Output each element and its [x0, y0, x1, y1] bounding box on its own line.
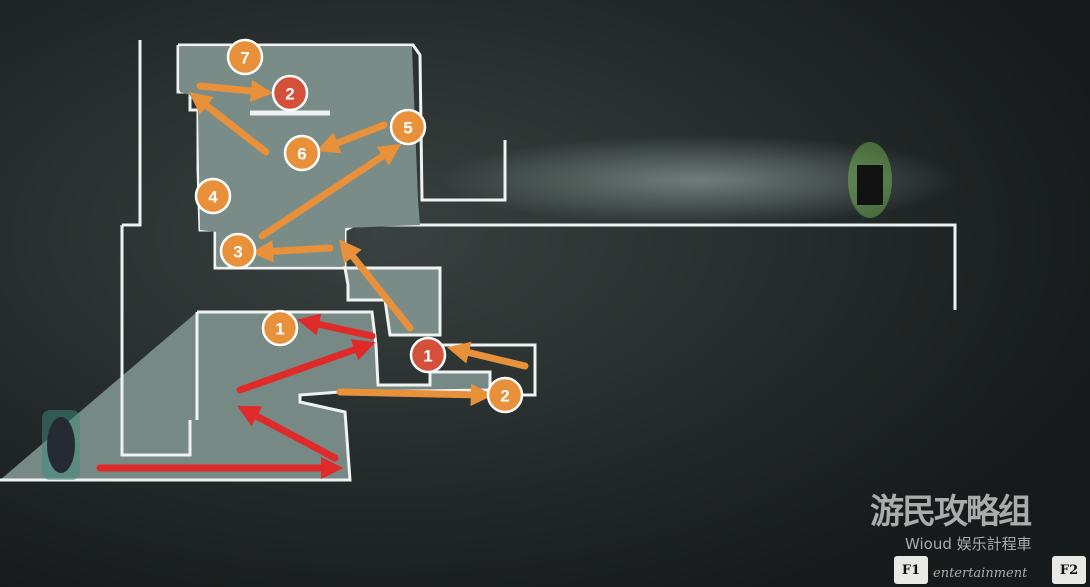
step-marker-orange: 1 [261, 309, 299, 347]
arrow [336, 383, 494, 406]
step-marker-orange: 4 [194, 177, 232, 215]
marker-label: 3 [233, 243, 242, 262]
marker-label: 2 [285, 85, 294, 104]
goal-spirit [848, 142, 892, 218]
step-marker-orange: 5 [389, 108, 427, 146]
marker-circle [219, 232, 257, 270]
f2-key[interactable]: F2 [1052, 556, 1086, 584]
arrow [447, 341, 529, 370]
step-marker-orange: 6 [283, 134, 321, 172]
marker-circle [486, 376, 524, 414]
arrow [339, 239, 414, 332]
marker-circle [283, 134, 321, 172]
marker-circle [226, 38, 264, 76]
marker-label: 5 [403, 119, 412, 138]
watermark-logo: 游民攻略组 [870, 492, 1032, 532]
step-marker-red: 1 [409, 336, 447, 374]
arrows-red [96, 313, 376, 480]
marker-circle [409, 336, 447, 374]
marker-circle [261, 309, 299, 347]
marker-label: 1 [275, 320, 284, 339]
arrow [250, 240, 334, 263]
watermark-sub: Wioud 娱乐計程車 [905, 535, 1032, 553]
step-marker-orange: 3 [219, 232, 257, 270]
arrow [237, 405, 339, 462]
marker-circle [271, 74, 309, 112]
arrow [316, 121, 388, 154]
arrow [236, 339, 376, 394]
step-marker-orange: 7 [226, 38, 264, 76]
arrow [196, 79, 274, 103]
arrow [297, 313, 376, 340]
marker-circle [389, 108, 427, 146]
light-beam [440, 135, 960, 225]
marker-label: 6 [297, 145, 306, 164]
marker-label: 2 [500, 387, 509, 406]
marker-label: 4 [208, 188, 218, 207]
f1-key[interactable]: F1 [894, 556, 928, 584]
player-character [42, 410, 80, 480]
marker-label: 7 [240, 49, 249, 68]
arrow [258, 143, 402, 240]
marker-circle [194, 177, 232, 215]
arrows-orange [189, 79, 529, 406]
step-marker-orange: 2 [486, 376, 524, 414]
arrow [189, 92, 270, 156]
marker-label: 1 [423, 347, 432, 366]
watermark-script: entertainment [933, 566, 1028, 581]
left-shaft [120, 40, 192, 457]
step-marker-red: 2 [271, 74, 309, 112]
